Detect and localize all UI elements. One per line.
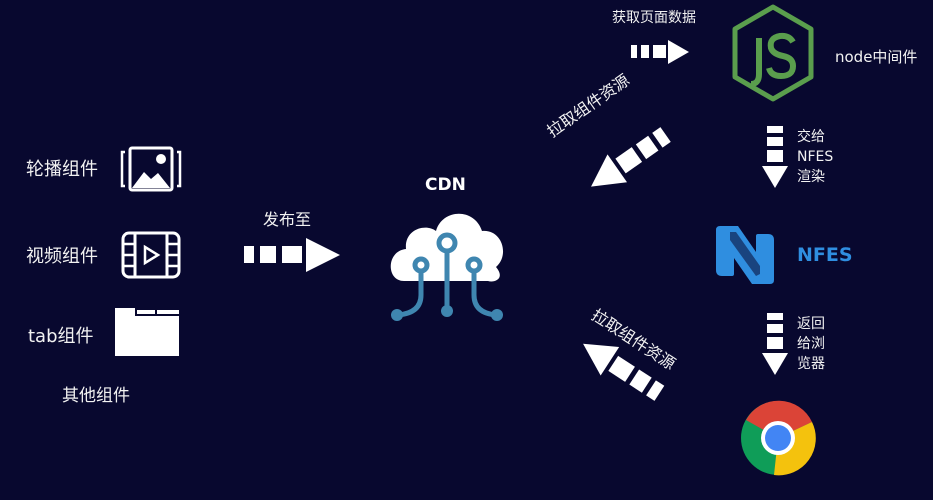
cdn-label: CDN	[425, 175, 466, 195]
pull-bottom-arrow-icon	[575, 335, 675, 407]
other-components-label: 其他组件	[62, 386, 130, 406]
chrome-icon	[740, 400, 816, 476]
cloud-circuit-icon	[384, 203, 510, 325]
return-down-arrow-icon	[762, 313, 788, 375]
handoff-line-3: 渲染	[797, 169, 825, 185]
return-line-3: 览器	[797, 356, 825, 372]
fetch-data-label: 获取页面数据	[612, 10, 696, 26]
handoff-line-2: NFES	[797, 149, 834, 165]
pull-top-arrow-icon	[582, 122, 682, 194]
handoff-down-arrow-icon	[762, 126, 788, 188]
return-line-2: 给浏	[797, 336, 825, 352]
return-text: 返回 给浏 览器	[797, 314, 825, 374]
component-label-video: 视频组件	[26, 246, 98, 267]
carousel-image-icon	[120, 146, 182, 192]
nodejs-hexagon-icon	[731, 4, 815, 102]
nfes-n-logo-icon	[716, 226, 774, 284]
publish-label: 发布至	[263, 210, 312, 229]
publish-right-arrow-icon	[244, 238, 340, 272]
handoff-text: 交给 NFES 渲染	[797, 127, 833, 187]
component-label-carousel: 轮播组件	[26, 159, 98, 180]
nfes-label: NFES	[797, 244, 853, 266]
handoff-line-1: 交给	[797, 129, 825, 145]
fetch-right-arrow-icon	[631, 40, 689, 64]
return-line-1: 返回	[797, 316, 825, 332]
tab-folder-icon	[115, 308, 179, 356]
node-middleware-label: node中间件	[835, 48, 918, 66]
component-label-tab: tab组件	[28, 326, 94, 347]
video-film-icon	[121, 231, 181, 279]
